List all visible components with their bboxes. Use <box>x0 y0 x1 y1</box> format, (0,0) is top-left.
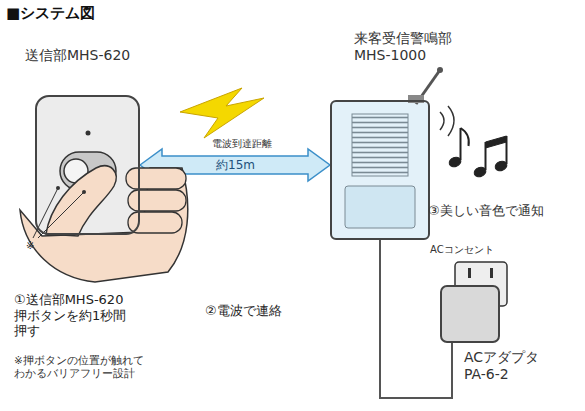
indicator-dot <box>86 131 91 136</box>
note-label: ※押ボタンの位置が触れてわかるバリアフリー設計 <box>14 354 148 379</box>
hand-finger <box>128 190 186 211</box>
hand-finger <box>126 168 186 189</box>
outlet-slot <box>490 268 493 278</box>
note-label: 電波到達距離 <box>212 138 272 150</box>
note-label: ①送信部MHS-620 押ボタンを約1秒間押す <box>14 292 128 339</box>
distance-label: 約15m <box>214 158 257 172</box>
music-note <box>448 128 508 178</box>
receiver-panel <box>345 186 415 228</box>
ac-adapter: ACアダプタ PA-6-2 <box>440 285 500 343</box>
unit-heading: ACアダプタ PA-6-2 <box>464 349 556 383</box>
hand-finger <box>128 212 182 233</box>
note-label: ACコンセント <box>430 244 494 256</box>
transmitter-body <box>35 95 140 235</box>
transmitter-unit: 送信部MHS-620 <box>35 95 140 235</box>
note-label: ③美しい音色で通知 <box>428 203 544 219</box>
radio-bolt <box>180 88 264 138</box>
receiver-body <box>330 100 430 240</box>
note-label: ※ <box>26 240 34 252</box>
outlet-slot <box>468 268 471 278</box>
receiver-unit: 来客受信警鳴部 MHS-1000 <box>330 100 430 240</box>
sound-wave <box>440 106 454 136</box>
antenna-tip <box>437 67 443 73</box>
speaker-grill <box>352 114 408 176</box>
diagram-title: ■システム図 <box>6 4 95 22</box>
leader-dot <box>56 186 60 190</box>
leader-line <box>38 192 84 238</box>
unit-heading: 送信部MHS-620 <box>25 47 130 64</box>
unit-heading: 来客受信警鳴部 MHS-1000 <box>354 30 464 64</box>
leader-dot <box>82 190 86 194</box>
note-label: ②電波で連絡 <box>205 303 282 319</box>
hand-thumb <box>46 166 116 236</box>
